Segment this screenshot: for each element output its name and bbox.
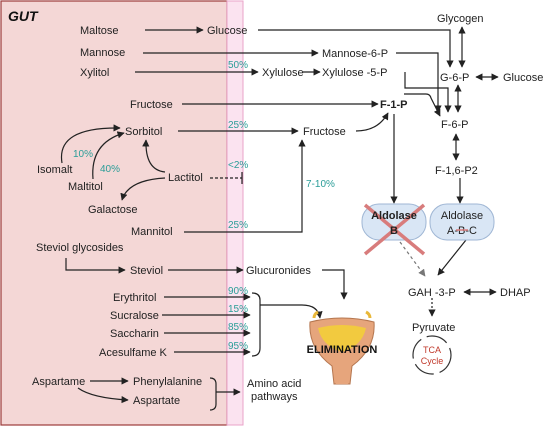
node-acesulfame: Acesulfame K xyxy=(99,347,168,359)
sweeteners-bracket xyxy=(251,292,261,357)
node-isomalt: Isomalt xyxy=(37,164,72,176)
node-glycogen: Glycogen xyxy=(437,13,483,25)
arrow-bracket-elimination xyxy=(260,304,323,319)
arrow-aspartame-aspartate xyxy=(77,387,129,404)
node-steviol-glycosides: Steviol glycosides xyxy=(36,242,124,254)
pct-mannitol-fructose: 7-10% xyxy=(306,179,335,190)
node-saccharin: Saccharin xyxy=(110,328,159,340)
aldolase-b-label: Aldolase xyxy=(371,210,417,222)
node-f16p2: F-1,6-P2 xyxy=(435,165,478,177)
pct-erythritol: 90% xyxy=(228,286,248,297)
node-maltose: Maltose xyxy=(80,25,119,37)
pct-lactitol: <2% xyxy=(228,160,248,171)
elimination-label: ELIMINATION xyxy=(307,344,378,356)
node-xylulose: Xylulose xyxy=(262,67,304,79)
aspartame-bracket xyxy=(209,377,217,411)
node-sucralose: Sucralose xyxy=(110,310,159,322)
aldolase-abc-node: Aldolase A-B-C xyxy=(429,203,495,241)
node-amino-acid: Amino acid xyxy=(247,378,301,390)
node-glucose-top: Glucose xyxy=(207,25,247,37)
pct-maltitol: 40% xyxy=(100,164,120,175)
tca-label: TCA xyxy=(423,345,441,355)
node-glucuronides: Glucuronides xyxy=(246,265,311,277)
node-mannitol: Mannitol xyxy=(131,226,173,238)
node-phenylalanine: Phenylalanine xyxy=(133,376,202,388)
node-dhap: DHAP xyxy=(500,287,531,299)
tca-cycle-icon: TCA Cycle xyxy=(412,335,452,375)
node-maltitol: Maltitol xyxy=(68,181,103,193)
arrow-aldolaseabc-gah3p xyxy=(437,239,467,276)
arrow-mannose6p-f6p xyxy=(396,52,442,113)
node-sorbitol: Sorbitol xyxy=(125,126,162,138)
node-galactose: Galactose xyxy=(88,204,138,216)
gut-title: GUT xyxy=(8,8,39,24)
aldolase-b-node: Aldolase B xyxy=(361,203,427,256)
arrow-mannitol-fructose xyxy=(184,139,306,233)
bladder-icon xyxy=(309,310,375,385)
aldolase-abc-letters: A-B-C xyxy=(447,225,477,237)
arrow-isomalt-sorbitol xyxy=(60,124,121,164)
arrow-xylulose5p-f6p xyxy=(404,72,452,113)
node-erythritol: Erythritol xyxy=(113,292,156,304)
node-f6p: F-6-P xyxy=(441,119,469,131)
aldolase-abc-label: Aldolase xyxy=(441,210,483,222)
arrow-lactitol-galactose xyxy=(120,177,166,201)
node-g6p: G-6-P xyxy=(440,72,469,84)
node-amino-pathways: pathways xyxy=(251,391,298,403)
node-fructose-left: Fructose xyxy=(130,99,173,111)
node-pyruvate: Pyruvate xyxy=(412,322,455,334)
arrow-glucose-g6p xyxy=(258,29,454,68)
arrow-lactitol-sorbitol xyxy=(142,139,166,173)
node-mannose: Mannose xyxy=(80,47,125,59)
aldolase-b-letter: B xyxy=(390,225,398,237)
arrow-fructose-mid-f1p xyxy=(355,112,389,132)
pct-saccharin: 85% xyxy=(228,322,248,333)
node-lactitol: Lactitol xyxy=(168,172,203,184)
arrow-stevioglycosides-steviol xyxy=(65,258,126,274)
node-aspartate: Aspartate xyxy=(133,395,180,407)
node-xylulose-5p: Xylulose -5-P xyxy=(322,67,387,79)
node-gah3p: GAH -3-P xyxy=(408,287,456,299)
pct-sorbitol: 25% xyxy=(228,120,248,131)
pct-acesulfame: 95% xyxy=(228,341,248,352)
pct-xylitol: 50% xyxy=(228,60,248,71)
node-xylitol: Xylitol xyxy=(80,67,109,79)
node-aspartame: Aspartame xyxy=(32,376,85,388)
pct-sucralose: 15% xyxy=(228,304,248,315)
pct-isomalt: 10% xyxy=(73,149,93,160)
node-steviol: Steviol xyxy=(130,265,163,277)
node-f1p: F-1-P xyxy=(380,99,408,111)
cycle-label: Cycle xyxy=(421,356,444,366)
intestinal-membrane xyxy=(226,0,244,426)
node-mannose-6p: Mannose-6-P xyxy=(322,48,388,60)
pct-mannitol: 25% xyxy=(228,220,248,231)
arrow-glucuronides-elimination xyxy=(322,269,348,300)
arrow-f1p-f6p xyxy=(404,93,441,117)
node-fructose-mid: Fructose xyxy=(303,126,346,138)
arrow-maltitol-sorbitol xyxy=(92,131,125,180)
arrow-aldolaseb-gah3p xyxy=(399,241,426,277)
node-glucose-right: Glucose xyxy=(503,72,543,84)
